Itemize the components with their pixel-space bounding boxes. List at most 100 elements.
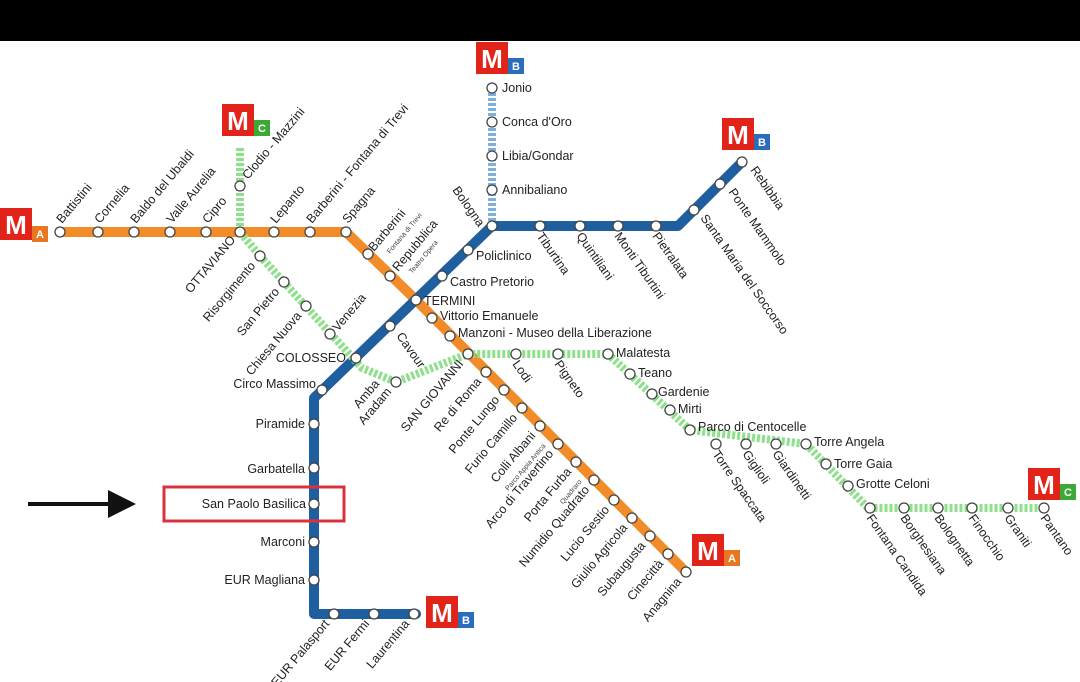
svg-text:M: M xyxy=(227,106,249,136)
label-castro: Castro Pretorio xyxy=(450,275,534,289)
station-dot-barberini[interactable] xyxy=(362,248,374,260)
station-dot-graniti[interactable] xyxy=(1002,502,1014,514)
label-lepanto: Lepanto xyxy=(268,182,308,226)
station-dot-risorgimento[interactable] xyxy=(254,250,266,262)
label-lodi: Lodi xyxy=(510,358,535,385)
station-dot-pontelungo[interactable] xyxy=(498,384,510,396)
station-dot-bolognetta[interactable] xyxy=(932,502,944,514)
station-dot-amba[interactable] xyxy=(390,376,402,388)
label-malatesta: Malatesta xyxy=(616,346,670,360)
station-dot-lodi[interactable] xyxy=(510,348,522,360)
station-dot-giulio[interactable] xyxy=(626,512,638,524)
station-dot-subaugusta[interactable] xyxy=(644,530,656,542)
station-dot-laurentina[interactable] xyxy=(408,608,420,620)
station-dot-valle[interactable] xyxy=(164,226,176,238)
label-baldo: Baldo del Ubaldi xyxy=(128,147,197,226)
svg-text:M: M xyxy=(727,120,749,150)
station-dot-parcocentocelle[interactable] xyxy=(684,424,696,436)
station-dot-libia[interactable] xyxy=(486,150,498,162)
svg-text:B: B xyxy=(462,615,470,627)
station-dot-barberini-ft[interactable] xyxy=(304,226,316,238)
station-dot-jonio[interactable] xyxy=(486,82,498,94)
station-dot-colli[interactable] xyxy=(534,420,546,432)
label-teano: Teano xyxy=(638,366,672,380)
station-dot-gardenie[interactable] xyxy=(646,388,658,400)
station-dot-finocchio[interactable] xyxy=(966,502,978,514)
station-dot-baldo[interactable] xyxy=(128,226,140,238)
station-dot-pontemammolo[interactable] xyxy=(714,178,726,190)
station-dot-sanpaolo[interactable] xyxy=(308,498,320,510)
station-dot-bologna[interactable] xyxy=(486,220,498,232)
station-dot-manzoni[interactable] xyxy=(444,330,456,342)
metro-logo-a-west: M A xyxy=(0,208,48,242)
station-dot-sangiovanni[interactable] xyxy=(462,348,474,360)
station-dot-lucio[interactable] xyxy=(608,494,620,506)
station-dot-garbatella[interactable] xyxy=(308,462,320,474)
station-dot-piramide[interactable] xyxy=(308,418,320,430)
station-dot-policlinico[interactable] xyxy=(462,244,474,256)
station-dot-repubblica[interactable] xyxy=(384,270,396,282)
label-torregaia: Torre Gaia xyxy=(834,457,892,471)
station-dot-eurmagliana[interactable] xyxy=(308,574,320,586)
svg-text:M: M xyxy=(431,598,453,628)
station-dot-sanpietro[interactable] xyxy=(278,276,290,288)
station-dot-spagna[interactable] xyxy=(340,226,352,238)
station-dot-grotteceloni[interactable] xyxy=(842,480,854,492)
station-dot-eurfermi[interactable] xyxy=(368,608,380,620)
station-dot-arco[interactable] xyxy=(552,438,564,450)
station-dot-santamaria[interactable] xyxy=(688,204,700,216)
station-dot-mirti[interactable] xyxy=(664,404,676,416)
label-barberini: Barberini xyxy=(366,207,409,254)
label-giardinetti: Giardinetti xyxy=(770,448,814,503)
station-dot-eurpalasport[interactable] xyxy=(328,608,340,620)
station-dot-cinecitta[interactable] xyxy=(662,548,674,560)
station-dot-porta[interactable] xyxy=(570,456,582,468)
station-dot-borghesiana[interactable] xyxy=(898,502,910,514)
station-dot-cornelia[interactable] xyxy=(92,226,104,238)
svg-text:B: B xyxy=(758,137,766,149)
station-dot-pantano[interactable] xyxy=(1038,502,1050,514)
label-eurmagliana: EUR Magliana xyxy=(224,573,305,587)
label-sanpaolo: San Paolo Basilica xyxy=(202,497,306,511)
station-dot-quintiliani[interactable] xyxy=(574,220,586,232)
station-dot-teano[interactable] xyxy=(624,368,636,380)
station-dot-ottaviano[interactable] xyxy=(234,226,246,238)
station-dot-colosseo[interactable] xyxy=(350,352,362,364)
station-dot-tiburtina[interactable] xyxy=(534,220,546,232)
station-dot-cavour[interactable] xyxy=(384,320,396,332)
label-colosseo: COLOSSEO xyxy=(276,351,346,365)
station-dot-cipro[interactable] xyxy=(200,226,212,238)
station-dot-rediroma[interactable] xyxy=(480,366,492,378)
station-dot-torreangela[interactable] xyxy=(800,438,812,450)
station-dot-malatesta[interactable] xyxy=(602,348,614,360)
station-dot-circo[interactable] xyxy=(316,384,328,396)
station-dot-lepanto[interactable] xyxy=(268,226,280,238)
station-dot-termini[interactable] xyxy=(410,294,422,306)
station-dot-pigneto[interactable] xyxy=(552,348,564,360)
station-dot-clodio[interactable] xyxy=(234,180,246,192)
station-dot-giglioli[interactable] xyxy=(740,438,752,450)
label-venezia: Venezia xyxy=(330,291,369,334)
label-mirti: Mirti xyxy=(678,402,702,416)
station-dot-furio[interactable] xyxy=(516,402,528,414)
station-dot-battistini[interactable] xyxy=(54,226,66,238)
label-marconi: Marconi xyxy=(261,535,305,549)
station-dot-vittorio[interactable] xyxy=(426,312,438,324)
station-dot-giardinetti[interactable] xyxy=(770,438,782,450)
station-dot-chiesanuova[interactable] xyxy=(300,300,312,312)
station-dot-torregaia[interactable] xyxy=(820,458,832,470)
station-dot-torrespaccata[interactable] xyxy=(710,438,722,450)
station-dot-venezia[interactable] xyxy=(324,328,336,340)
station-dot-marconi[interactable] xyxy=(308,536,320,548)
station-dot-pietralata[interactable] xyxy=(650,220,662,232)
svg-text:M: M xyxy=(5,210,27,240)
station-dot-castro[interactable] xyxy=(436,270,448,282)
station-dot-conca[interactable] xyxy=(486,116,498,128)
station-dot-rebibbia[interactable] xyxy=(736,156,748,168)
svg-text:A: A xyxy=(36,229,44,241)
station-dot-montetiburtini[interactable] xyxy=(612,220,624,232)
station-dot-numidio[interactable] xyxy=(588,474,600,486)
station-dot-anagnina[interactable] xyxy=(680,566,692,578)
station-dot-fontanacandida[interactable] xyxy=(864,502,876,514)
station-dot-annibaliano[interactable] xyxy=(486,184,498,196)
